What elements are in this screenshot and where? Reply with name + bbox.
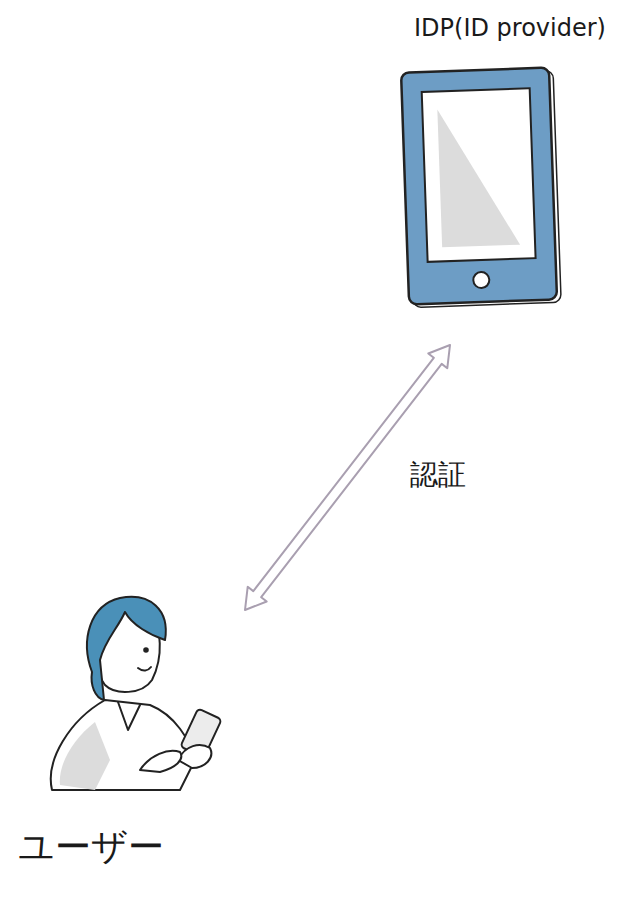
tablet-body xyxy=(401,68,557,305)
user-body xyxy=(51,700,195,790)
screen-glare xyxy=(437,107,520,248)
home-button xyxy=(473,272,490,289)
tablet-screen xyxy=(422,88,536,262)
idp-node: IDP(ID provider) xyxy=(395,8,625,345)
user-hand xyxy=(178,745,211,768)
tablet-illustration xyxy=(401,67,561,307)
user-hair xyxy=(87,597,166,700)
user-shadow xyxy=(60,722,110,790)
edge-label: 認証 xyxy=(410,456,466,494)
user-pointing-hand xyxy=(140,751,181,772)
user-smile xyxy=(138,667,151,671)
user-illustration xyxy=(51,597,222,790)
user-collar xyxy=(118,702,140,730)
user-eye xyxy=(144,648,148,652)
node-label: IDP(ID provider) xyxy=(395,14,625,42)
node-label: ユーザー xyxy=(18,823,245,872)
user-node: ユーザー xyxy=(15,605,245,885)
